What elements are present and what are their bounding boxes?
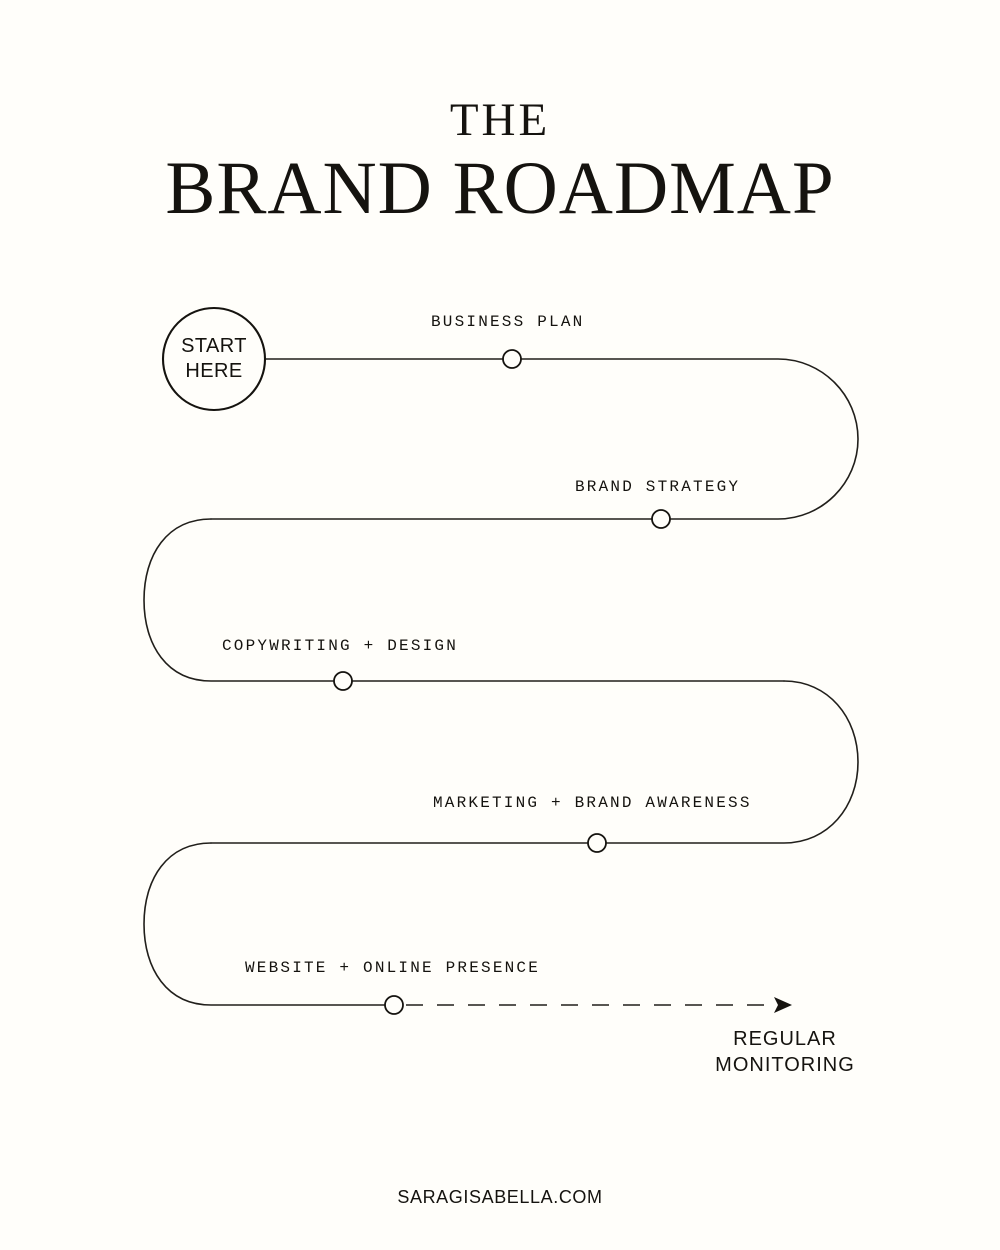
regular-monitoring-line2: MONITORING <box>715 1054 855 1076</box>
node-dot-copywriting-design[interactable] <box>333 671 353 691</box>
step-label-brand-strategy: BRAND STRATEGY <box>575 478 741 496</box>
step-label-copywriting-design: COPYWRITING + DESIGN <box>222 637 459 655</box>
road-segment-row2-turn <box>143 518 785 682</box>
step-label-website-online-presence: WEBSITE + ONLINE PRESENCE <box>245 959 541 977</box>
start-here-label: START HERE <box>164 334 264 384</box>
start-here-line1: START <box>181 335 247 357</box>
road-segment-row3-turn <box>210 680 859 844</box>
road-segment-row4-turn <box>143 842 395 1006</box>
title-line-brand-roadmap: BRAND ROADMAP <box>165 147 835 230</box>
title-line-the: THE <box>449 94 551 146</box>
step-label-marketing-brand-awareness: MARKETING + BRAND AWARENESS <box>433 794 752 812</box>
page-title: THE BRAND ROADMAP <box>0 94 1000 230</box>
step-label-business-plan: BUSINESS PLAN <box>431 313 585 331</box>
node-dot-marketing-brand-awareness[interactable] <box>587 833 607 853</box>
node-dot-brand-strategy[interactable] <box>651 509 671 529</box>
start-here-line2: HERE <box>185 360 243 382</box>
arrow-head-icon <box>774 997 792 1013</box>
road-segment-row1 <box>210 358 859 520</box>
footer-website: SARAGISABELLA.COM <box>397 1187 603 1207</box>
start-here-circle <box>161 306 267 412</box>
regular-monitoring-line1: REGULAR <box>733 1028 837 1050</box>
node-dot-website-online-presence[interactable] <box>384 995 404 1015</box>
node-dot-business-plan[interactable] <box>502 349 522 369</box>
regular-monitoring-label: REGULAR MONITORING <box>660 1026 910 1078</box>
